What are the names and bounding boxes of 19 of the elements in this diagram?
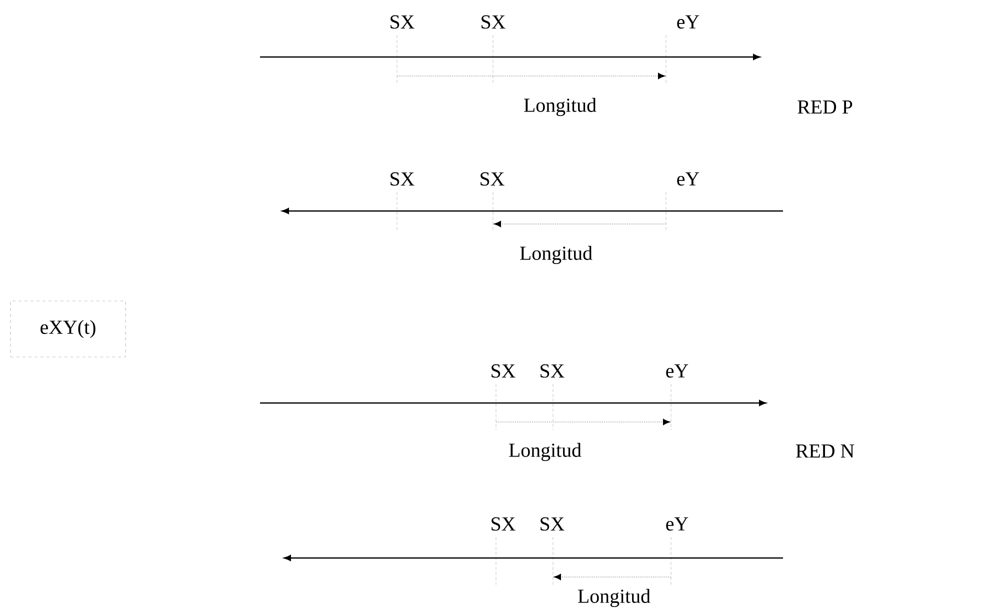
text-label: SX	[492, 517, 516, 531]
text-label: SX	[492, 364, 516, 378]
text-label: eY	[666, 517, 688, 531]
text-label: eY	[677, 15, 700, 29]
text-label: RED N	[796, 444, 854, 458]
text-label: RED P	[798, 100, 852, 114]
text-label: SX	[390, 172, 414, 186]
text-label: Longitud	[578, 588, 650, 608]
text-label: eY	[666, 364, 688, 378]
label-box: eXY(t)	[10, 300, 126, 358]
text-label: eY	[677, 172, 700, 186]
text-label: Longitud	[520, 246, 592, 264]
text-label: Longitud	[524, 98, 596, 116]
text-label: SX	[540, 517, 564, 531]
text-label: Longitud	[509, 442, 582, 462]
text-label: SX	[390, 15, 414, 29]
text-label: SX	[480, 172, 504, 186]
text-label: SX	[540, 364, 564, 378]
text-label: SX	[482, 15, 506, 29]
